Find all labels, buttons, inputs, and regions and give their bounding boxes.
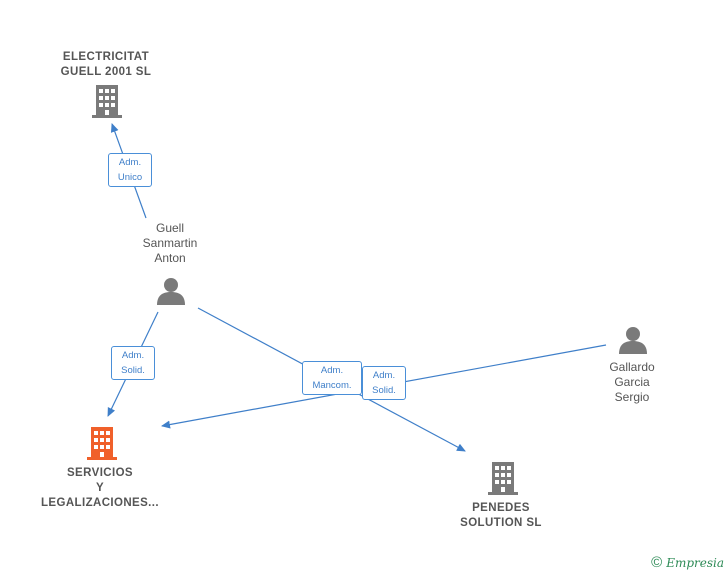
- person-name-line: Garcia: [614, 375, 650, 389]
- edge-label-line: Adm.: [372, 370, 396, 381]
- edge-label-line: Adm.: [121, 350, 145, 361]
- company-name-line: Y: [95, 482, 105, 494]
- company-name-line: LEGALIZACIONES...: [41, 497, 159, 509]
- company-name-line: SOLUTION SL: [460, 517, 542, 529]
- edge-label-line: Solid.: [372, 385, 396, 396]
- company-name-line: PENEDES: [472, 502, 530, 514]
- edge-label-adm-mancom[interactable]: Adm. Mancom.: [302, 361, 362, 395]
- edge-label-adm-solid-right[interactable]: Adm. Solid.: [362, 366, 406, 400]
- edge-label-adm-unico[interactable]: Adm. Unico: [108, 153, 152, 187]
- person-name-line: Anton: [154, 251, 186, 265]
- copyright-icon: ©: [651, 554, 663, 571]
- person-name-line: Gallardo: [609, 360, 655, 374]
- edge-label-line: Adm.: [118, 157, 142, 168]
- person-name-line: Sergio: [614, 390, 650, 404]
- person-name-line: Guell: [155, 221, 184, 235]
- building-icon[interactable]: [92, 84, 122, 118]
- person-icon[interactable]: [156, 276, 186, 306]
- edge-label-line: Unico: [117, 172, 143, 183]
- edge-label-line: Adm.: [320, 365, 344, 376]
- company-electricitat-label[interactable]: ELECTRICITAT GUELL 2001 SL: [48, 50, 164, 80]
- company-penedes-label[interactable]: PENEDES SOLUTION SL: [446, 501, 556, 531]
- company-name-line: ELECTRICITAT: [62, 51, 150, 63]
- person-gallardo-label[interactable]: Gallardo Garcia Sergio: [584, 360, 680, 405]
- person-name-line: Sanmartin: [142, 236, 198, 250]
- company-name-line: SERVICIOS: [66, 467, 134, 479]
- edge-label-line: Mancom.: [312, 380, 352, 391]
- company-servicios-label[interactable]: SERVICIOS Y LEGALIZACIONES...: [30, 466, 170, 511]
- building-icon-highlighted[interactable]: [87, 426, 117, 460]
- person-icon[interactable]: [618, 325, 648, 355]
- company-name-line: GUELL 2001 SL: [60, 66, 152, 78]
- brand-logo[interactable]: Empresia: [666, 555, 724, 570]
- edge-label-adm-solid-left[interactable]: Adm. Solid.: [111, 346, 155, 380]
- person-guell-label[interactable]: Guell Sanmartin Anton: [120, 221, 220, 266]
- edge-label-line: Solid.: [121, 365, 145, 376]
- brand-footer: © Empresia: [651, 554, 724, 571]
- building-icon[interactable]: [488, 461, 518, 495]
